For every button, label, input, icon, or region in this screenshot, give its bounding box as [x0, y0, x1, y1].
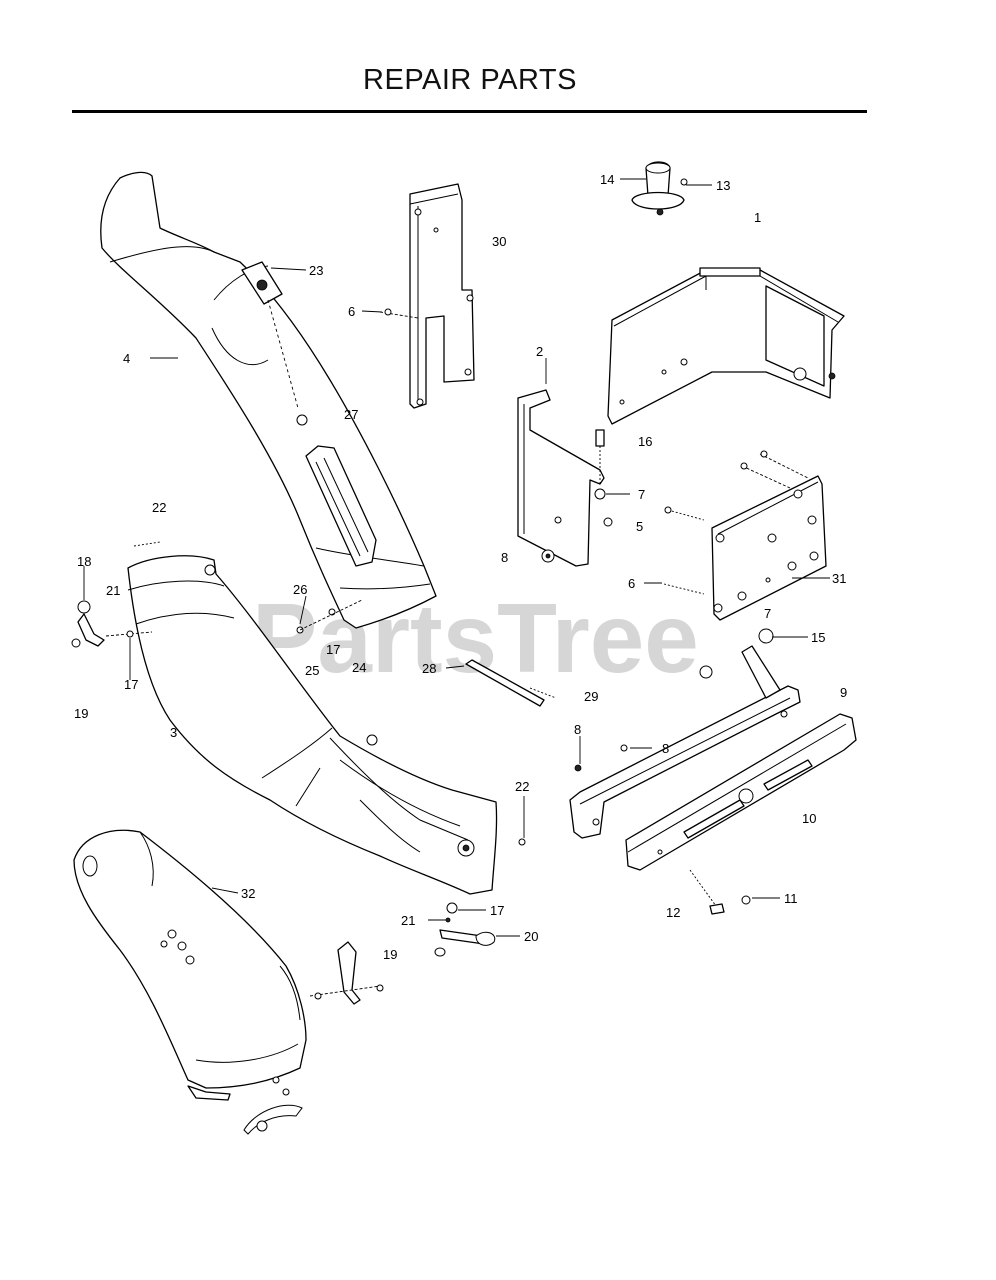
callout-20: 20	[524, 929, 538, 944]
callout-7b: 7	[764, 606, 771, 621]
frame-bar-part[interactable]	[625, 713, 857, 915]
callout-13: 13	[716, 178, 730, 193]
callout-6a: 6	[348, 304, 355, 319]
vertical-bracket-part[interactable]	[379, 183, 475, 409]
side-plate-part[interactable]	[517, 389, 613, 567]
callout-9: 9	[840, 685, 847, 700]
watermark: PartsTree	[252, 583, 699, 693]
callout-18: 18	[77, 554, 91, 569]
chute-hardware	[296, 599, 363, 634]
callout-17a: 17	[124, 677, 138, 692]
callout-31: 31	[832, 571, 846, 586]
rod-part[interactable]	[465, 659, 557, 707]
callout-8b: 8	[574, 722, 581, 737]
bolt-plate-part[interactable]	[663, 450, 827, 621]
callout-19a: 19	[74, 706, 88, 721]
lower-housing-part[interactable]	[73, 829, 307, 1135]
callout-15: 15	[811, 630, 825, 645]
callout-6b: 6	[628, 576, 635, 591]
callout-10: 10	[802, 811, 816, 826]
callout-5: 5	[636, 519, 643, 534]
lower-center-hardware	[434, 796, 526, 957]
callout-23: 23	[309, 263, 323, 278]
callout-1: 1	[754, 210, 761, 225]
lower-crank-part[interactable]	[309, 941, 384, 1005]
lower-chute-part[interactable]	[127, 555, 498, 895]
callout-29: 29	[584, 689, 598, 704]
leader-lines	[150, 178, 830, 937]
callout-17c: 17	[490, 903, 504, 918]
callout-labels: 1 2 3 4 5 6 6 7 7 8 8 8 9 10 11 12 13 14…	[74, 172, 847, 962]
lower-bracket-part[interactable]	[569, 628, 801, 839]
title-divider	[72, 110, 867, 113]
callout-32: 32	[241, 886, 255, 901]
crank-handle-part[interactable]	[71, 541, 161, 680]
callout-30: 30	[492, 234, 506, 249]
callout-11: 11	[784, 891, 798, 906]
callout-25: 25	[305, 663, 319, 678]
callout-21b: 21	[401, 913, 415, 928]
callout-21a: 21	[106, 583, 120, 598]
callout-22b: 22	[515, 779, 529, 794]
deflector-clip-part[interactable]	[241, 261, 308, 426]
callout-22a: 22	[152, 500, 166, 515]
callout-12: 12	[666, 905, 680, 920]
callout-19b: 19	[383, 947, 397, 962]
callout-14: 14	[600, 172, 614, 187]
callout-17b: 17	[326, 642, 340, 657]
callout-28: 28	[422, 661, 436, 676]
main-mount-plate-part[interactable]	[607, 267, 845, 425]
callout-27: 27	[344, 407, 358, 422]
page-title: REPAIR PARTS	[363, 64, 577, 96]
callout-2: 2	[536, 344, 543, 359]
callout-4: 4	[123, 351, 130, 366]
callout-24: 24	[352, 660, 366, 675]
callout-8a: 8	[501, 550, 508, 565]
callout-8c: 8	[662, 741, 669, 756]
callout-7a: 7	[638, 487, 645, 502]
mount-collar-part[interactable]	[631, 161, 688, 216]
callout-3: 3	[170, 725, 177, 740]
callout-26: 26	[293, 582, 307, 597]
callout-16: 16	[638, 434, 652, 449]
